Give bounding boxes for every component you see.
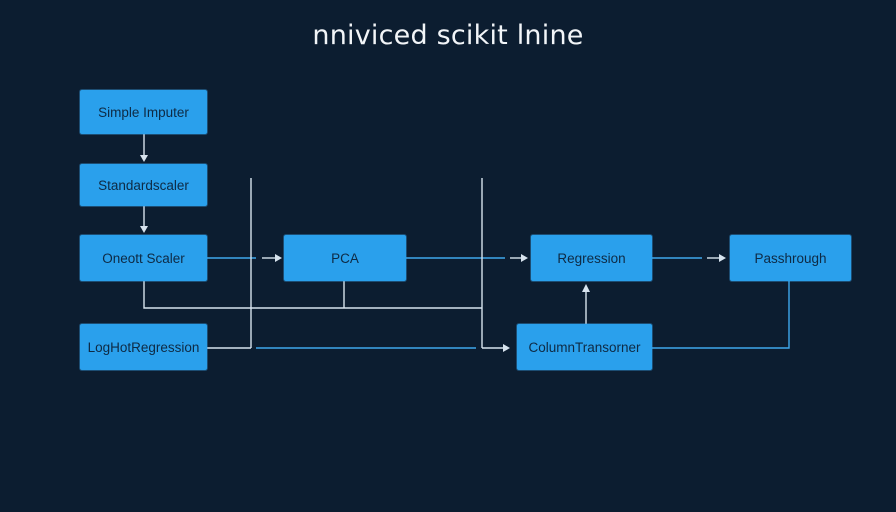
diagram-title: nniviced scikit lnine xyxy=(312,20,584,51)
arrowhead-to-column-transformer xyxy=(503,344,510,352)
arrowhead-column-transformer-to-regression xyxy=(582,284,590,292)
node-regression: Regression xyxy=(531,235,652,281)
arrowhead-scaler-to-onehot xyxy=(140,226,148,233)
node-pca: PCA xyxy=(284,235,406,281)
node-passthrough: Passhrough xyxy=(730,235,851,281)
node-logistic-regression: LogHotRegression xyxy=(80,324,207,370)
arrowhead-regression-to-passthrough xyxy=(719,254,726,262)
edge-column-transformer-to-passthrough xyxy=(652,281,790,349)
node-column-transformer: ColumnTransorner xyxy=(517,324,652,370)
edge-onehot-to-bus xyxy=(143,281,482,309)
node-onehot-scaler: Oneott Scaler xyxy=(80,235,207,281)
arrowhead-onehot-to-pca xyxy=(275,254,282,262)
arrowhead-imputer-to-scaler xyxy=(140,155,148,162)
node-simple-imputer: Simple Imputer xyxy=(80,90,207,134)
arrowhead-pca-to-regression xyxy=(521,254,528,262)
node-standardscaler: Standardscaler xyxy=(80,164,207,206)
